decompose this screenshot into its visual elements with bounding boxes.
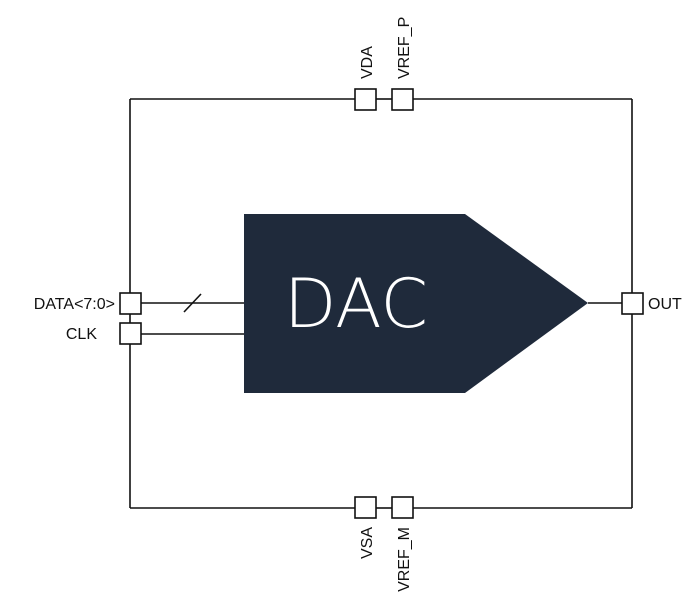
dac-block-label: DAC (284, 265, 428, 344)
pin-box-vda[interactable] (354, 88, 377, 111)
pin-box-clk[interactable] (119, 322, 142, 345)
pin-box-out[interactable] (621, 292, 644, 315)
pin-label-clk: CLK (66, 326, 97, 343)
pin-box-vref-m[interactable] (391, 496, 414, 519)
dac-block (244, 214, 588, 393)
pin-boxes (119, 88, 644, 519)
pin-box-vref-p[interactable] (391, 88, 414, 111)
pin-box-vsa[interactable] (354, 496, 377, 519)
boundary-frame (129, 98, 633, 509)
pin-label-vref-m: VREF_M (396, 527, 413, 592)
pin-label-out: OUT (648, 296, 682, 313)
signal-wires (141, 293, 622, 335)
pin-label-vda: VDA (359, 46, 376, 79)
bus-slash-icon (183, 293, 202, 313)
pin-box-data[interactable] (119, 292, 142, 315)
pin-label-vref-p: VREF_P (396, 17, 413, 79)
pin-label-data: DATA<7:0> (34, 296, 115, 313)
pin-label-vsa: VSA (359, 527, 376, 559)
